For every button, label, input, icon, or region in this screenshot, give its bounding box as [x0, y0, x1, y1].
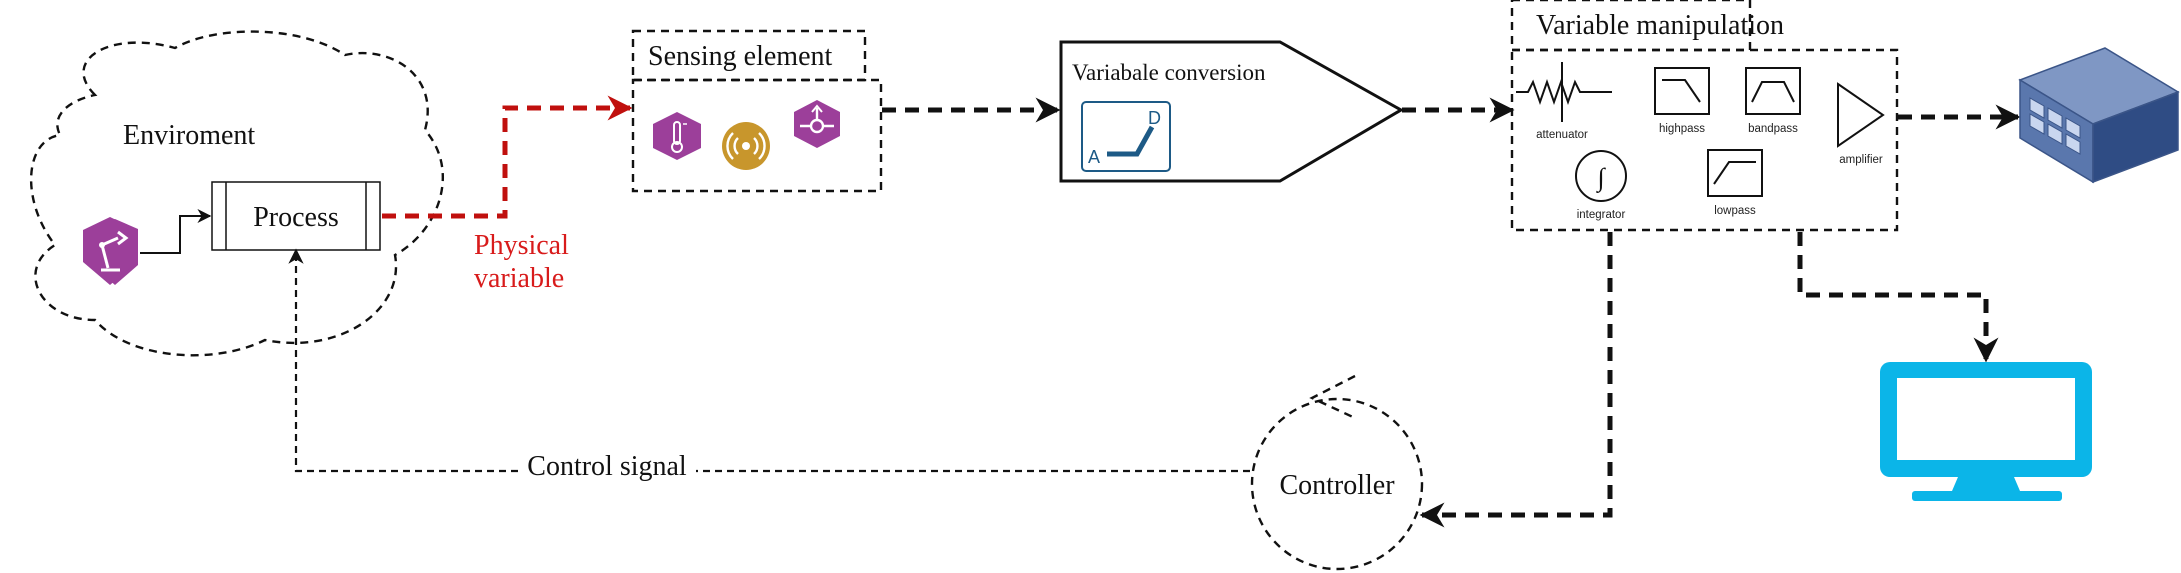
flow-sensor-icon	[794, 100, 840, 148]
physical-variable-line1: Physical	[474, 230, 569, 261]
bandpass-filter-icon: bandpass	[1745, 67, 1801, 135]
bandpass-label: bandpass	[1748, 123, 1798, 135]
manipulation-to-monitor-arrow	[1797, 232, 1999, 363]
controller-label: Controller	[1279, 470, 1395, 501]
physical-variable-line2: variable	[474, 263, 564, 294]
manipulation-to-controller-arrow	[1419, 232, 1613, 528]
process-label: Process	[253, 202, 339, 233]
control-signal-label: Control signal	[527, 451, 687, 482]
robot-arm-icon	[83, 217, 138, 285]
sensing-element-label: Sensing element	[648, 41, 833, 72]
control-signal-line-left	[288, 248, 518, 473]
monitor-icon	[1880, 362, 2092, 501]
server-icon	[2018, 47, 2180, 184]
variable-conversion-block: Variabale conversion A D	[1059, 40, 1405, 183]
amplifier-icon: amplifier	[1837, 82, 1885, 166]
process-block: Process	[211, 181, 381, 251]
svg-text:∫: ∫	[1595, 163, 1606, 193]
integrator-icon: ∫ integrator	[1575, 150, 1627, 221]
physical-variable-arrow	[382, 95, 633, 219]
attenuator-icon: attenuator	[1516, 62, 1612, 141]
amplifier-label: amplifier	[1839, 154, 1883, 166]
lowpass-label: lowpass	[1714, 205, 1756, 217]
robot-to-process-arrow	[140, 209, 212, 254]
variable-manipulation-block: Variable manipulation attenuator highpas…	[1510, 0, 1899, 232]
lowpass-filter-icon: lowpass	[1707, 149, 1763, 217]
thermometer-icon	[653, 112, 701, 160]
signal-icon	[722, 122, 770, 170]
highpass-filter-icon: highpass	[1654, 67, 1710, 135]
attenuator-label: attenuator	[1536, 129, 1588, 141]
controller-block: Controller	[1250, 374, 1424, 571]
adc-input-label: A	[1088, 147, 1100, 167]
highpass-label: highpass	[1659, 123, 1705, 135]
environment-label: Enviroment	[123, 120, 255, 151]
adc-icon: A D	[1081, 101, 1171, 172]
adc-output-label: D	[1148, 108, 1161, 128]
variable-manipulation-label: Variable manipulation	[1536, 10, 1784, 41]
sensing-element-block: Sensing element	[631, 29, 883, 193]
environment-cloud: Enviroment	[29, 30, 444, 357]
variable-conversion-label: Variabale conversion	[1072, 60, 1266, 85]
integrator-label: integrator	[1577, 209, 1626, 221]
